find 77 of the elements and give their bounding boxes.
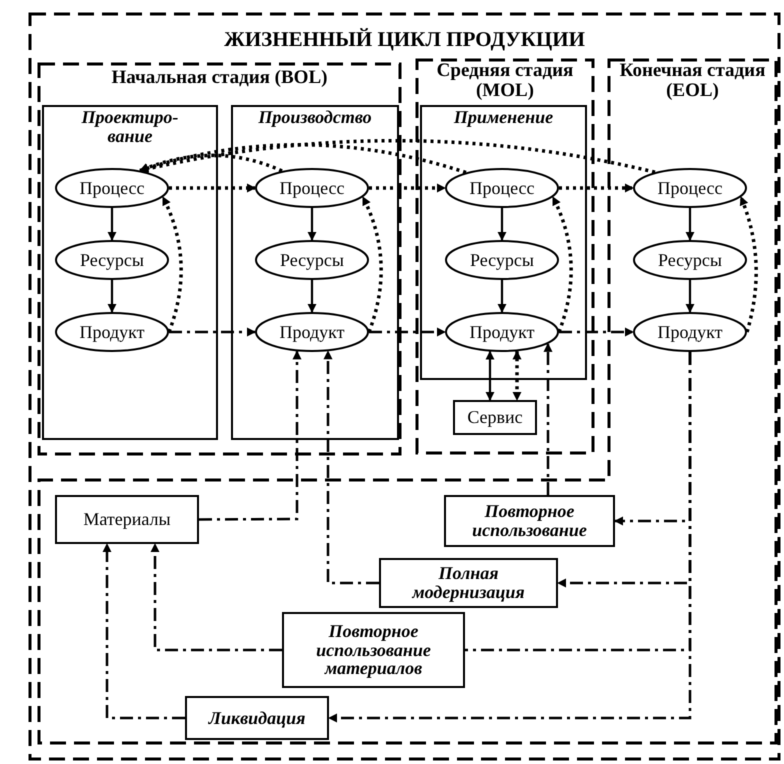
- phase-box: [231, 105, 399, 440]
- stage-heading: Средняя стадия (MOL): [436, 60, 574, 101]
- ellipse-node: [633, 240, 747, 280]
- process-box: [185, 696, 329, 740]
- arrow: [169, 328, 256, 336]
- arrow: [369, 184, 446, 192]
- arrow: [559, 328, 634, 336]
- arrow: [169, 184, 256, 192]
- ellipse-node: [255, 312, 369, 352]
- node-label: Материалы: [83, 510, 171, 529]
- phase-box: [420, 105, 587, 380]
- node-label: Процесс: [79, 178, 145, 198]
- arrow: [308, 280, 316, 313]
- ellipse-node: [55, 240, 169, 280]
- arrow: [139, 143, 466, 174]
- node-label: Ликвидация: [208, 708, 306, 728]
- process-box: [444, 495, 615, 547]
- arrow: [102, 543, 185, 720]
- arrow: [161, 196, 183, 333]
- frame-heading: ЖИЗНЕННЫЙ ЦИКЛ ПРОДУКЦИИ: [224, 27, 585, 51]
- node-label: Процесс: [279, 178, 345, 198]
- node-label: Повторное использование материалов: [315, 622, 432, 678]
- dashed-region: [415, 58, 595, 455]
- process-box: [453, 400, 537, 435]
- node-label: Ресурсы: [658, 250, 722, 270]
- node-label: Продукт: [79, 322, 144, 342]
- arrow: [498, 208, 506, 241]
- arrow: [139, 138, 656, 174]
- phase-heading: Применение: [454, 107, 554, 127]
- node-label: Ресурсы: [80, 250, 144, 270]
- node-label: Продукт: [657, 322, 722, 342]
- node-label: Полная модернизация: [410, 564, 526, 602]
- ellipse-node: [633, 312, 747, 352]
- arrow: [324, 350, 379, 584]
- phase-heading: Проектиро-вание: [82, 107, 178, 146]
- ellipse-node: [55, 168, 169, 208]
- arrow: [308, 208, 316, 241]
- process-box: [55, 495, 199, 544]
- node-label: Продукт: [279, 322, 344, 342]
- ellipse-node: [255, 240, 369, 280]
- arrow: [361, 196, 383, 333]
- ellipse-node: [55, 312, 169, 352]
- node-label: Процесс: [469, 178, 535, 198]
- arrow: [199, 350, 302, 521]
- arrow: [108, 208, 116, 241]
- node-label: Ресурсы: [280, 250, 344, 270]
- arrow: [486, 350, 494, 401]
- dashed-region: [37, 62, 402, 456]
- node-label: Сервис: [467, 408, 523, 427]
- ellipse-node: [445, 240, 559, 280]
- arrow: [108, 280, 116, 313]
- arrow: [498, 280, 506, 313]
- node-label: Продукт: [469, 322, 534, 342]
- process-box: [379, 558, 558, 608]
- arrow: [686, 280, 694, 313]
- ellipse-node: [633, 168, 747, 208]
- ellipse-node: [445, 312, 559, 352]
- arrow: [150, 543, 282, 652]
- node-label: Повторное использование: [471, 502, 588, 540]
- arrow: [551, 196, 573, 333]
- node-label: Ресурсы: [470, 250, 534, 270]
- ellipse-node: [445, 168, 559, 208]
- phase-box: [42, 105, 218, 440]
- ellipse-node: [255, 168, 369, 208]
- phase-heading: Производство: [258, 107, 372, 127]
- arrow: [544, 342, 552, 495]
- stage-heading: Конечная стадия (EOL): [620, 60, 766, 101]
- node-label: Процесс: [657, 178, 723, 198]
- arrow: [512, 350, 522, 401]
- arrow: [369, 328, 446, 336]
- process-box: [282, 612, 465, 688]
- arrow: [686, 208, 694, 241]
- arrow: [139, 154, 283, 173]
- arrow: [739, 196, 758, 332]
- arrow: [328, 352, 692, 722]
- stage-heading: Начальная стадия (BOL): [112, 67, 328, 88]
- arrow: [559, 184, 634, 192]
